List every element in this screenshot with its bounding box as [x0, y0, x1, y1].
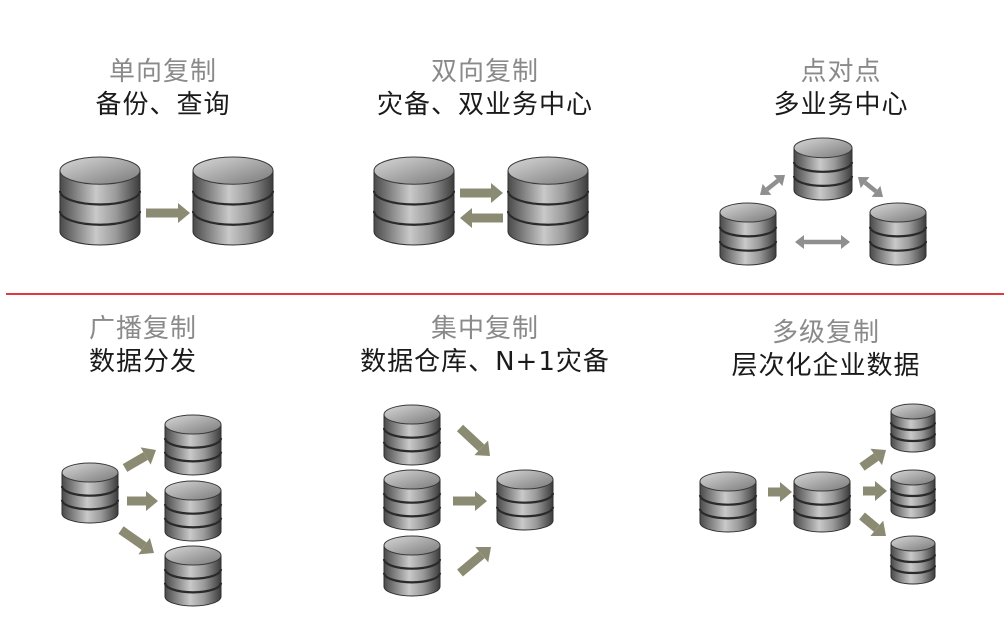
arrow-cascade-root	[768, 482, 792, 502]
database-leaf-3-cascade	[889, 535, 937, 585]
arrow-forward-two-way	[460, 183, 503, 203]
database-top-peer	[792, 137, 854, 201]
arrow-cascade-leaf-3	[859, 512, 886, 536]
panel-title-broadcast: 广播复制	[88, 314, 197, 344]
arrow-one-way	[146, 203, 190, 223]
arrow-peer-bottom	[795, 235, 850, 249]
panel-subtitle-cascade: 层次化企业数据	[731, 351, 921, 381]
panel-subtitle-peer-to-peer: 多业务中心	[773, 90, 909, 120]
database-target-consolidation	[495, 469, 555, 531]
panel-title-peer-to-peer: 点对点	[800, 57, 882, 87]
arrow-broadcast-1	[122, 447, 156, 472]
database-leaf-1-cascade	[889, 403, 937, 453]
section-divider	[6, 293, 1004, 295]
panel-title-consolidation: 集中复制	[430, 314, 539, 344]
database-source-one-way	[58, 156, 142, 246]
database-target-3-broadcast	[163, 545, 223, 607]
panel-subtitle-one-way: 备份、查询	[95, 90, 231, 120]
panel-title-cascade: 多级复制	[771, 318, 880, 348]
database-leaf-2-cascade	[889, 469, 937, 519]
database-target-one-way	[191, 156, 275, 246]
arrow-peer-top-left	[760, 175, 785, 195]
arrow-cascade-leaf-2	[863, 481, 887, 501]
panel-subtitle-two-way: 灾备、双业务中心	[376, 90, 593, 120]
database-middle-cascade	[792, 471, 852, 533]
panel-subtitle-consolidation: 数据仓库、N+1灾备	[360, 347, 610, 377]
arrow-peer-top-right	[858, 177, 883, 197]
database-source-3-consolidation	[382, 535, 442, 597]
database-target-1-broadcast	[163, 414, 223, 476]
database-right-peer	[868, 202, 928, 266]
arrow-cascade-leaf-1	[859, 448, 886, 471]
arrow-broadcast-3	[118, 526, 154, 555]
database-target-2-broadcast	[163, 480, 223, 542]
database-left-peer	[718, 202, 778, 266]
panel-subtitle-broadcast: 数据分发	[88, 347, 197, 377]
arrow-consolidation-3	[457, 547, 491, 577]
database-source-broadcast	[60, 462, 120, 524]
database-root-cascade	[698, 471, 758, 533]
database-source-2-consolidation	[382, 469, 442, 531]
database-a-two-way	[372, 156, 456, 246]
database-b-two-way	[506, 156, 590, 246]
arrow-backward-two-way	[460, 208, 503, 228]
arrow-consolidation-2	[453, 491, 487, 511]
panel-title-two-way: 双向复制	[430, 57, 539, 87]
arrow-broadcast-2	[127, 491, 158, 511]
arrow-consolidation-1	[456, 424, 490, 456]
database-source-1-consolidation	[382, 404, 442, 466]
panel-title-one-way: 单向复制	[108, 57, 217, 87]
